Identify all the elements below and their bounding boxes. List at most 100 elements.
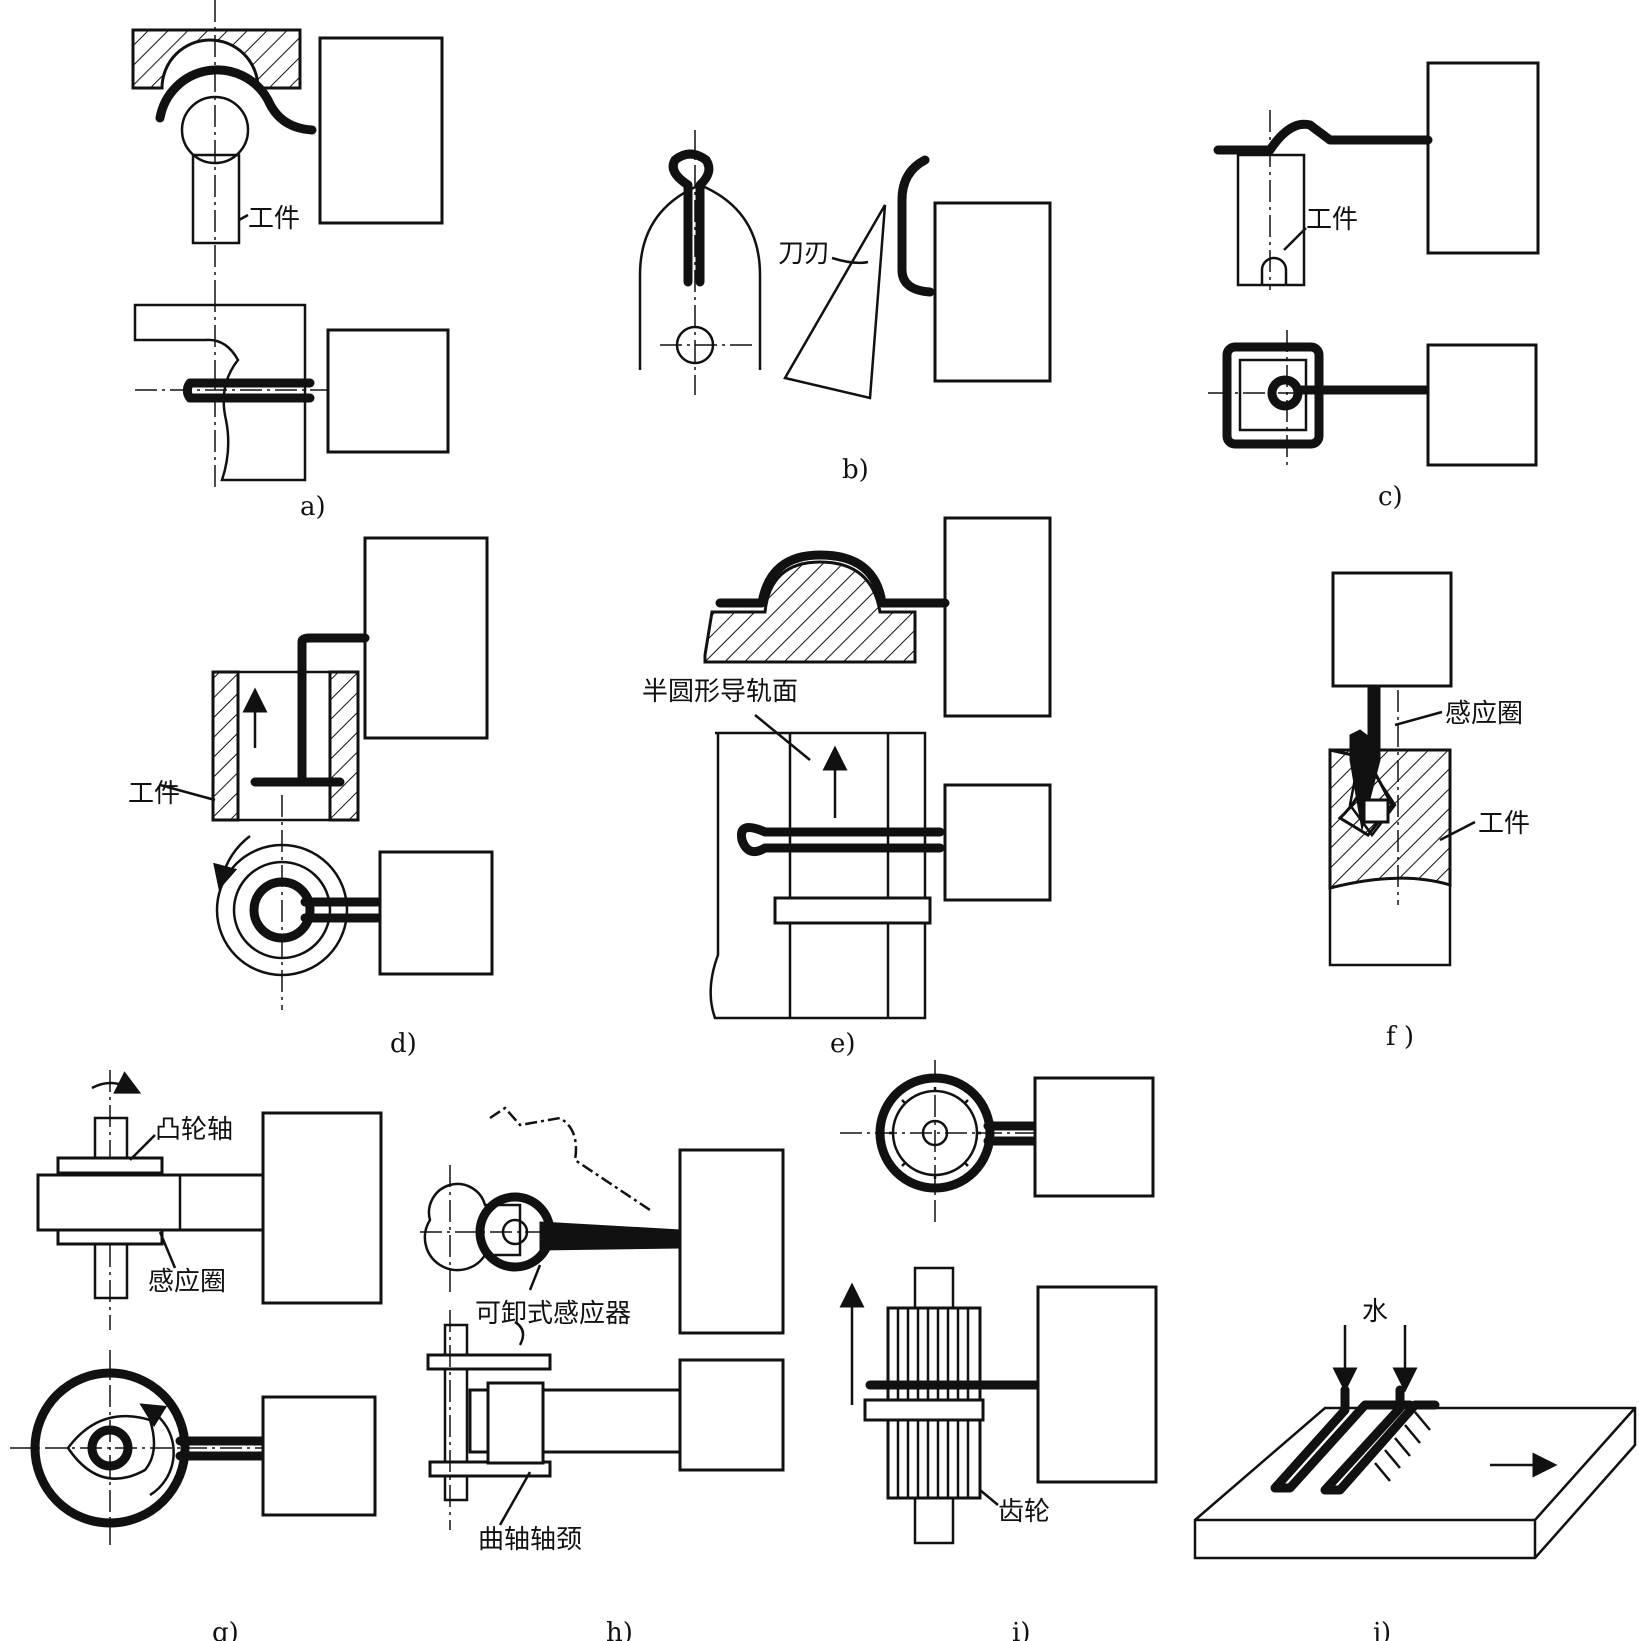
crank-head — [423, 1182, 522, 1272]
cone-cut — [1348, 748, 1397, 838]
panel-i: 齿轮 i) — [839, 1060, 1158, 1641]
side-coil — [897, 155, 935, 297]
leader-coil — [1394, 710, 1443, 727]
transformer-box-2 — [1426, 343, 1538, 467]
ball-head — [180, 95, 250, 165]
panel-g: 凸轮轴 感应圈 g) — [10, 1070, 383, 1641]
label-workpiece: 工件 — [1478, 809, 1530, 839]
panel-e: 半圆形导轨面 e) — [642, 516, 1052, 1059]
blade-shape — [783, 204, 887, 400]
transformer-box — [363, 536, 489, 740]
transformer-box — [261, 1111, 383, 1305]
transformer-box-2 — [326, 328, 450, 454]
saddle-coil — [715, 550, 950, 608]
hairpin-coil — [182, 378, 315, 403]
coil-top — [1213, 119, 1433, 155]
leader-coil — [158, 1231, 177, 1269]
leader — [754, 714, 811, 761]
collar — [863, 1398, 985, 1422]
leader-journal — [498, 1471, 532, 1526]
transformer-box-2 — [678, 1358, 785, 1472]
journal — [486, 1381, 545, 1465]
collar — [773, 896, 932, 925]
caption-a: a) — [300, 492, 326, 522]
panel-j: 水 j) — [1193, 1297, 1637, 1641]
transformer-box-2 — [1036, 1285, 1158, 1484]
leader-camshaft — [129, 1134, 156, 1161]
leader — [159, 783, 216, 802]
rotation-arrow-2 — [139, 1403, 175, 1497]
caption-d: d) — [390, 1029, 417, 1059]
flange-top — [426, 1353, 552, 1371]
coil-lead — [175, 1436, 268, 1461]
workpiece-lower — [1328, 885, 1452, 967]
label-gear: 齿轮 — [998, 1497, 1050, 1527]
label-detachable-inductor: 可卸式感应器 — [475, 1299, 631, 1329]
plate-outline — [1193, 1406, 1637, 1560]
caption-h: h) — [606, 1618, 633, 1641]
label-crank-journal: 曲轴轴颈 — [478, 1525, 582, 1555]
hairpin-coil-1 — [1270, 1385, 1415, 1493]
panel-h: 可卸式感应器 曲轴轴颈 h) — [420, 1106, 785, 1641]
rotation-arrow — [213, 835, 251, 891]
hinged-inductor-open — [489, 1106, 651, 1212]
label-coil: 感应圈 — [1445, 699, 1523, 729]
cam-top — [56, 1156, 164, 1175]
leader-workpiece — [1439, 820, 1476, 842]
transformer-box — [1426, 61, 1540, 255]
label-coil: 感应圈 — [148, 1267, 226, 1297]
hairpin-coil — [737, 823, 945, 857]
cone-tip — [1362, 798, 1390, 824]
panel-a: 工件 a) — [131, 0, 450, 522]
hairpin-coil-2 — [1320, 1385, 1440, 1495]
workpiece-hatched — [1328, 748, 1452, 890]
label-workpiece: 工件 — [1306, 205, 1358, 235]
rail-section — [703, 560, 917, 664]
leader — [1283, 227, 1307, 251]
wall-right — [328, 670, 360, 822]
blade-edge-leader — [831, 256, 869, 265]
caption-e: e) — [830, 1029, 856, 1059]
label-workpiece: 工件 — [248, 204, 300, 234]
outer-ring — [215, 843, 349, 977]
spray-lines — [1374, 1411, 1431, 1482]
wall-left — [211, 670, 240, 822]
transformer-box-2 — [261, 1395, 377, 1517]
transformer-box — [943, 516, 1052, 718]
panel-d: 工件 d) — [128, 536, 494, 1059]
plate-edges — [1195, 1407, 1636, 1558]
coil-lead — [300, 897, 385, 923]
label-blade: 刀刃 — [778, 239, 830, 269]
caption-g: g) — [212, 1618, 239, 1641]
loop-coil — [668, 149, 714, 287]
rotation-arrow — [91, 1071, 142, 1094]
slot — [1260, 256, 1288, 285]
crank-web-left — [443, 1323, 469, 1502]
transformer-box — [1033, 1076, 1155, 1198]
workpiece-block — [133, 303, 307, 482]
caption-b: b) — [842, 455, 869, 485]
square-workpiece — [1238, 358, 1308, 432]
caption-f: f ) — [1386, 1022, 1414, 1052]
label-guide-surface: 半圆形导轨面 — [642, 677, 798, 707]
inductor-arm — [539, 1221, 681, 1251]
leader — [238, 213, 249, 222]
coil-body — [36, 1173, 265, 1232]
panel-b: 刀刃 b) — [638, 130, 1052, 485]
transformer-box — [933, 201, 1052, 383]
middle-ring — [232, 860, 332, 960]
panel-f: 感应圈 工件 f ) — [1328, 571, 1530, 1052]
shaft — [191, 153, 241, 245]
transformer-box — [318, 36, 444, 225]
cam-bottom — [56, 1228, 164, 1246]
rotate-mark — [514, 1320, 525, 1346]
caption-i: i) — [1012, 1618, 1030, 1641]
coil-lead — [983, 1121, 1040, 1146]
transformer-box-2 — [943, 783, 1052, 902]
label-camshaft: 凸轮轴 — [155, 1115, 233, 1145]
caption-c: c) — [1378, 482, 1403, 512]
panel-c: 工件 c) — [1208, 61, 1540, 512]
leader-inductor — [528, 1264, 542, 1291]
caption-j: j) — [1370, 1618, 1391, 1641]
hatched-fixture — [131, 28, 302, 90]
